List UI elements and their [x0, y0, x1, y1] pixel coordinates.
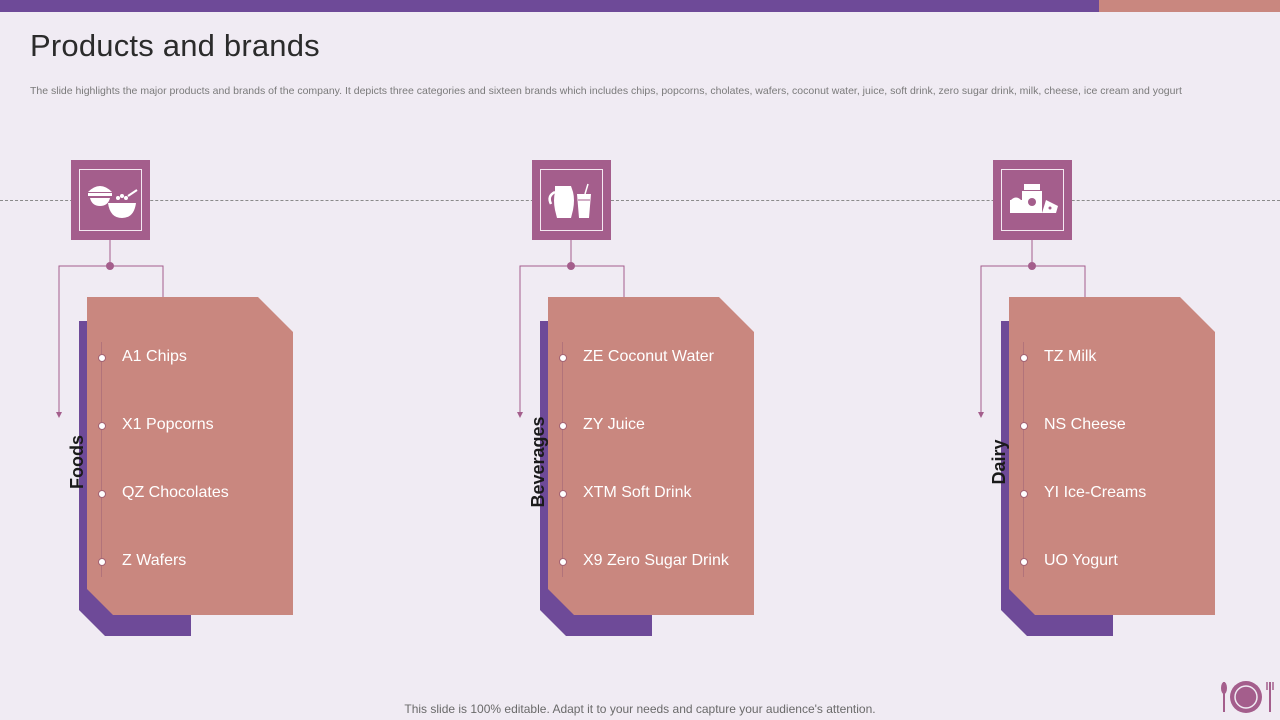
brand-label: A1 Chips	[122, 348, 187, 365]
brand-label: UO Yogurt	[1044, 552, 1118, 569]
brand-label: NS Cheese	[1044, 416, 1126, 433]
brand-label: QZ Chocolates	[122, 484, 229, 501]
bullet-dot	[1020, 422, 1028, 430]
top-accent-bar-purple	[0, 0, 1099, 12]
card-timeline	[1023, 342, 1024, 577]
footer-note: This slide is 100% editable. Adapt it to…	[404, 702, 876, 716]
dashed-divider	[0, 200, 1280, 201]
bullet-dot	[559, 558, 567, 566]
card-timeline	[101, 342, 102, 577]
bullet-dot	[559, 422, 567, 430]
brand-label: XTM Soft Drink	[583, 484, 692, 501]
brand-card: A1 Chips X1 Popcorns QZ Chocolates Z Waf…	[87, 297, 293, 615]
card-timeline	[562, 342, 563, 577]
brand-label: ZY Juice	[583, 416, 645, 433]
top-accent-bar-rose	[1099, 0, 1280, 12]
list-item: A1 Chips	[87, 346, 293, 370]
bullet-dot	[98, 490, 106, 498]
bullet-dot	[1020, 558, 1028, 566]
list-item: XTM Soft Drink	[548, 482, 754, 506]
brand-label: Z Wafers	[122, 552, 187, 569]
bullet-dot	[98, 422, 106, 430]
list-item: X1 Popcorns	[87, 414, 293, 438]
brand-card: TZ Milk NS Cheese YI Ice-Creams UO Yogur…	[1009, 297, 1215, 615]
category-label: Beverages	[528, 416, 548, 508]
connector-lines	[517, 240, 625, 418]
bullet-dot	[559, 490, 567, 498]
bullet-dot	[559, 354, 567, 362]
food-bowl-icon	[79, 169, 142, 231]
list-item: TZ Milk	[1009, 346, 1215, 370]
bullet-dot	[1020, 490, 1028, 498]
list-item: QZ Chocolates	[87, 482, 293, 506]
category-label: Dairy	[989, 439, 1009, 485]
category-column-foods: A1 Chips X1 Popcorns QZ Chocolates Z Waf…	[56, 160, 359, 640]
category-column-beverages: ZE Coconut Water ZY Juice XTM Soft Drink…	[517, 160, 820, 640]
list-item: YI Ice-Creams	[1009, 482, 1215, 506]
category-icon-box	[532, 160, 611, 240]
category-column-dairy: TZ Milk NS Cheese YI Ice-Creams UO Yogur…	[978, 160, 1280, 640]
connector-lines	[978, 240, 1086, 418]
category-icon-box	[71, 160, 150, 240]
bullet-dot	[98, 354, 106, 362]
plate-cutlery-logo-icon	[1221, 681, 1274, 713]
brand-label: ZE Coconut Water	[583, 348, 715, 365]
brand-label: X1 Popcorns	[122, 416, 214, 433]
page-subtitle: The slide highlights the major products …	[30, 85, 1182, 97]
dairy-products-icon	[1001, 169, 1064, 231]
category-label: Foods	[67, 435, 87, 489]
category-icon-box	[993, 160, 1072, 240]
list-item: ZY Juice	[548, 414, 754, 438]
brand-card: ZE Coconut Water ZY Juice XTM Soft Drink…	[548, 297, 754, 615]
list-item: X9 Zero Sugar Drink	[548, 550, 754, 574]
bullet-dot	[1020, 354, 1028, 362]
connector-lines	[56, 240, 164, 418]
brand-label: TZ Milk	[1044, 348, 1097, 365]
list-item: NS Cheese	[1009, 414, 1215, 438]
list-item: ZE Coconut Water	[548, 346, 754, 370]
page-title: Products and brands	[30, 28, 320, 63]
list-item: Z Wafers	[87, 550, 293, 574]
brand-label: YI Ice-Creams	[1044, 484, 1147, 501]
list-item: UO Yogurt	[1009, 550, 1215, 574]
beverage-jug-icon	[540, 169, 603, 231]
brand-label: X9 Zero Sugar Drink	[583, 552, 729, 569]
bullet-dot	[98, 558, 106, 566]
